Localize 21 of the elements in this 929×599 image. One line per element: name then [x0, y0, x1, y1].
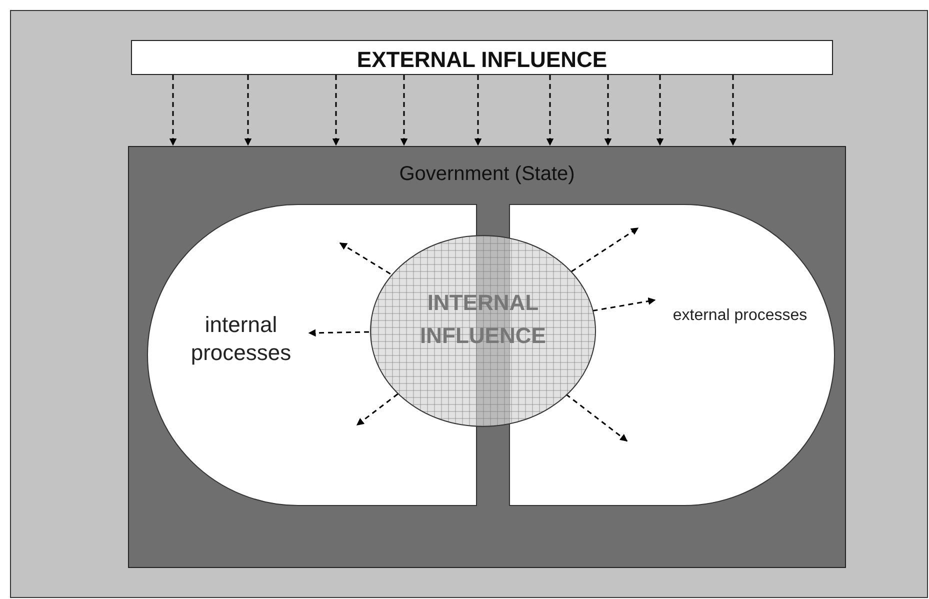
process-label: external processes — [672, 306, 808, 326]
arrow — [474, 75, 482, 146]
arrow — [339, 242, 391, 274]
arrow — [308, 329, 370, 337]
government-panel — [128, 146, 846, 568]
arrow — [566, 394, 628, 442]
influence-banner — [131, 40, 833, 75]
arrow — [592, 297, 656, 312]
arrow — [604, 75, 612, 146]
arrow — [729, 75, 737, 146]
banner-title: EXTERNAL INFLUENCE — [356, 47, 608, 73]
arrow — [400, 75, 408, 146]
arrow — [656, 75, 664, 146]
process-label: internal processes — [190, 311, 292, 366]
arrow — [571, 227, 639, 272]
arrow — [356, 393, 398, 426]
arrow — [332, 75, 340, 146]
arrow — [169, 75, 177, 146]
arrow — [546, 75, 554, 146]
arrow — [244, 75, 252, 146]
panel-heading: Government (State) — [398, 163, 576, 186]
